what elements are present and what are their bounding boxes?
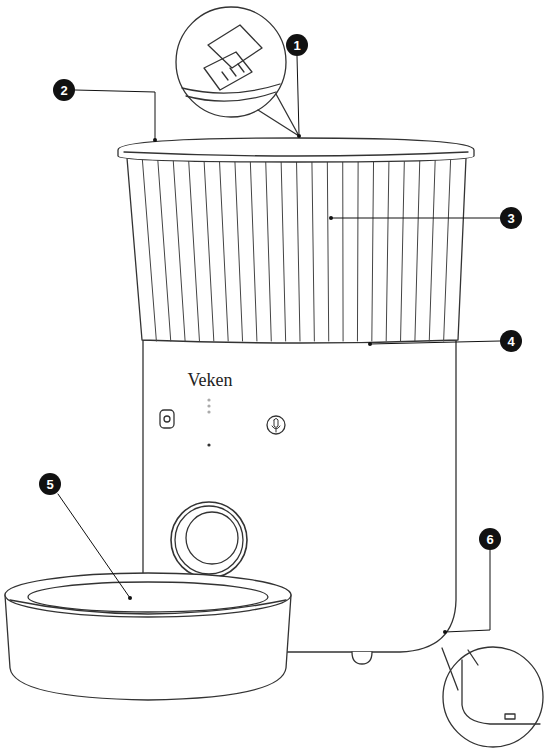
hopper-rib (281, 160, 286, 341)
hopper-rib (219, 160, 228, 341)
bowl-rim (5, 573, 291, 617)
hopper-rib (327, 160, 328, 341)
latch-base (204, 52, 252, 90)
indicator (207, 398, 210, 401)
callout-number: 3 (500, 207, 522, 229)
outlet-chute (186, 512, 238, 564)
hopper-rib (142, 160, 156, 341)
indicator (207, 410, 210, 413)
hopper-rib (266, 160, 272, 341)
inset-leader (442, 648, 478, 690)
inset-lid-edge (182, 84, 280, 93)
leader-line (75, 90, 155, 140)
hopper-rib (342, 160, 343, 341)
hopper-ribs (142, 160, 450, 341)
hopper-rib (386, 160, 389, 341)
body-foot (352, 652, 372, 664)
detail-inset (176, 7, 286, 117)
leader-lines (58, 56, 500, 632)
callout-number: 6 (479, 528, 501, 550)
hopper-rib (357, 160, 359, 341)
button (160, 410, 174, 428)
mic-icon (272, 419, 280, 433)
hopper-rib (250, 160, 257, 341)
callout-number: 4 (500, 330, 522, 352)
leader-dot (128, 596, 132, 600)
hopper-rib (415, 160, 420, 341)
lid-rim (124, 152, 468, 156)
leader-line (58, 494, 130, 598)
leader-line (370, 341, 500, 344)
mic-button (267, 416, 285, 434)
leader-line (445, 550, 490, 632)
callout-number: 1 (286, 34, 308, 56)
lid (118, 138, 474, 162)
outlet-ring (171, 502, 247, 578)
leader-line (331, 218, 500, 219)
detail-inset (443, 647, 543, 747)
latch-slots (222, 64, 244, 80)
leader-dot (329, 216, 333, 220)
hopper-rib (158, 160, 171, 341)
hopper-rib (312, 160, 314, 341)
button-icon (164, 416, 170, 422)
callout-number: 2 (53, 79, 75, 101)
inset-lid-edge (186, 92, 276, 101)
leader-line (297, 56, 299, 134)
brand-logo: Veken (188, 371, 233, 389)
leader-dot (153, 138, 157, 142)
microphone-hole (207, 443, 210, 446)
inset-body-edge (462, 660, 540, 724)
hopper-rib (297, 160, 301, 341)
inset-leader (258, 94, 299, 136)
hopper (127, 158, 466, 343)
outlet-ring-inner (175, 506, 243, 574)
hopper-rib (173, 160, 185, 341)
bowl-inner (28, 582, 268, 612)
leader-dot (297, 134, 301, 138)
hopper-rib (444, 160, 451, 341)
hopper-rib (235, 160, 243, 341)
hopper-rib (204, 160, 214, 341)
indicator (207, 404, 210, 407)
hopper-rib (189, 160, 200, 341)
leader-dot (368, 342, 372, 346)
usb-port (505, 714, 515, 719)
leader-dot (443, 630, 447, 634)
hopper-rib (372, 160, 374, 341)
hopper-rib (429, 160, 435, 341)
callout-number: 5 (39, 473, 61, 495)
bowl-lip (10, 600, 286, 614)
hopper-rib (401, 160, 405, 341)
